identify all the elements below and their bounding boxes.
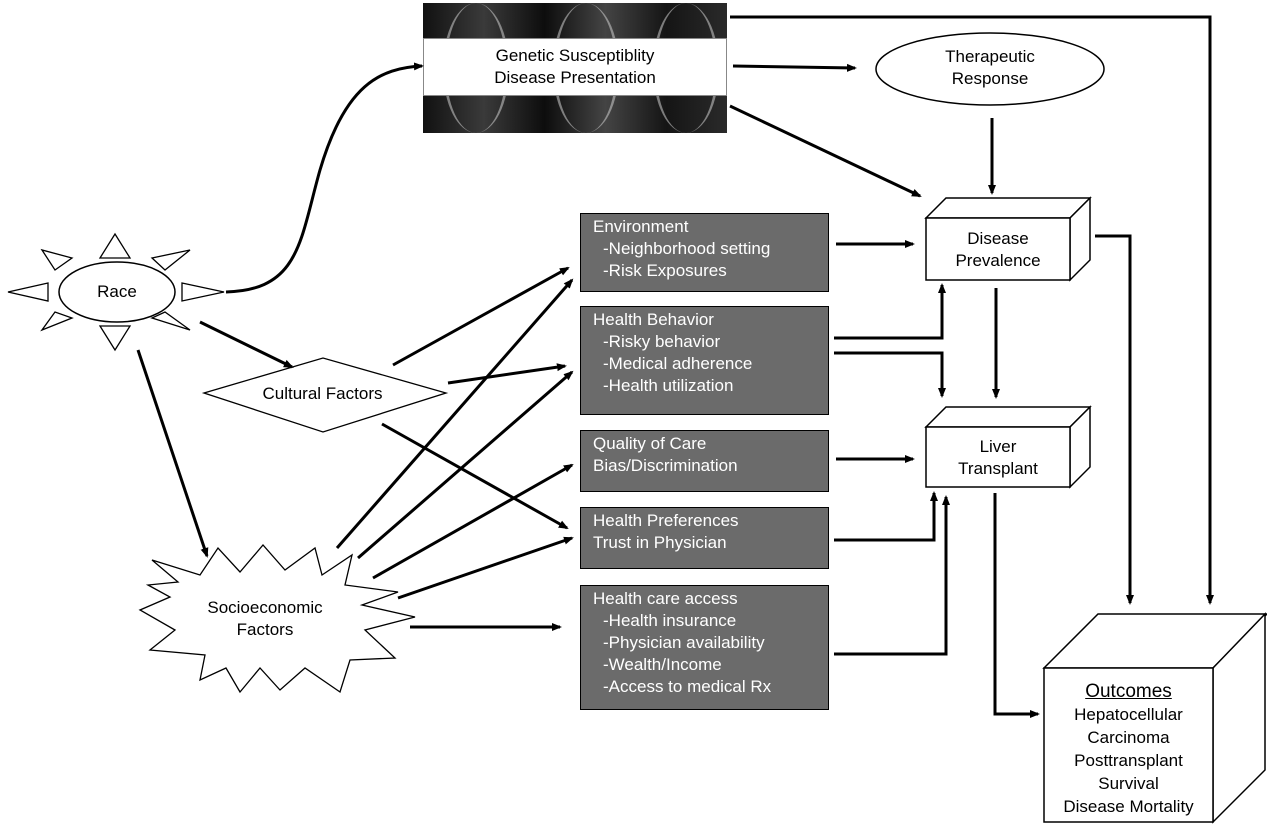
race-sun-icon	[7, 232, 225, 352]
disease-line-1: Disease	[967, 229, 1029, 248]
liver-transplant-box	[924, 405, 1092, 489]
disease-prevalence-label: Disease Prevalence	[926, 228, 1070, 272]
behavior-item: -Health utilization	[603, 376, 734, 395]
preferences-title: Health Preferences	[593, 511, 739, 530]
therapeutic-label: Therapeutic Response	[900, 46, 1080, 90]
therapeutic-response-ellipse	[875, 32, 1105, 106]
race-ellipse	[58, 261, 176, 323]
outcome-item: Carcinoma	[1087, 728, 1170, 747]
behavior-item: -Medical adherence	[603, 354, 753, 373]
access-title: Health care access	[593, 589, 738, 608]
genetic-to-therapeutic-arrow	[732, 63, 857, 72]
socio-to-behavior-arrow	[357, 370, 574, 560]
quality-of-care-box: Quality of Care Bias/Discrimination	[580, 430, 829, 492]
genetic-to-outcomes-arrow	[730, 15, 1214, 605]
preferences-to-liver-arrow	[834, 491, 938, 542]
outcome-item: Hepatocellular	[1074, 705, 1183, 724]
access-item: -Health insurance	[603, 611, 737, 630]
outcomes-label: Outcomes Hepatocellular Carcinoma Posttr…	[1044, 680, 1213, 818]
genetic-line-2: Disease Presentation	[494, 68, 656, 87]
health-preferences-box: Health Preferences Trust in Physician	[580, 507, 829, 569]
race-to-socio-arrow	[136, 349, 209, 558]
disease-to-outcomes-arrow	[1095, 234, 1134, 605]
race-to-genetic-arrow	[225, 62, 424, 294]
preferences-item: Trust in Physician	[593, 533, 727, 552]
socioeconomic-label: Socioeconomic Factors	[195, 597, 335, 641]
socioeconomic-starburst	[138, 544, 416, 694]
outcome-item: Survival	[1098, 774, 1159, 793]
access-item: -Access to medical Rx	[603, 677, 772, 696]
socio-to-quality-arrow	[372, 463, 574, 580]
environment-box: Environment -Neighborhood setting -Risk …	[580, 213, 829, 292]
cultural-to-behavior-arrow	[447, 363, 567, 385]
outcomes-box	[1042, 612, 1267, 824]
access-item: -Wealth/Income	[603, 655, 722, 674]
genetic-susceptibility-box: Genetic Susceptiblity Disease Presentati…	[423, 38, 727, 96]
liver-line-1: Liver	[979, 437, 1017, 456]
environment-item: -Neighborhood setting	[603, 239, 771, 258]
behavior-to-disease-arrow	[834, 283, 946, 340]
outcomes-title: Outcomes	[1085, 681, 1172, 702]
socio-to-preferences-arrow	[397, 536, 574, 600]
therapeutic-line-1: Therapeutic	[945, 47, 1035, 66]
liver-line-2: Transplant	[958, 459, 1038, 478]
cultural-factors-label: Cultural Factors	[262, 384, 383, 403]
race-label: Race	[97, 282, 137, 301]
health-behavior-box: Health Behavior -Risky behavior -Medical…	[580, 306, 829, 415]
outcome-item: Posttransplant	[1074, 751, 1183, 770]
genetic-to-disease-arrow	[729, 104, 922, 198]
genetic-line-1: Genetic Susceptiblity	[495, 46, 655, 65]
environment-item: -Risk Exposures	[603, 261, 727, 280]
access-to-liver-arrow	[834, 495, 950, 656]
race-to-cultural-arrow	[199, 320, 294, 369]
access-item: -Physician availability	[603, 633, 765, 652]
quality-item: Bias/Discrimination	[593, 456, 738, 475]
socio-to-environment-arrow	[335, 278, 574, 549]
liver-to-outcomes-arrow	[993, 493, 1040, 718]
cultural-factors-diamond	[201, 357, 449, 433]
environment-title: Environment	[593, 217, 689, 236]
liver-transplant-label: Liver Transplant	[926, 436, 1070, 480]
quality-title: Quality of Care	[593, 434, 707, 453]
behavior-to-liver-arrow	[834, 351, 946, 398]
connector-arrows	[136, 15, 1214, 718]
outcome-item: Disease Mortality	[1063, 797, 1194, 816]
behavior-title: Health Behavior	[593, 310, 714, 329]
socio-line-2: Factors	[236, 620, 294, 639]
disease-prevalence-box	[924, 196, 1092, 282]
health-care-access-box: Health care access -Health insurance -Ph…	[580, 585, 829, 710]
socio-line-1: Socioeconomic	[207, 598, 323, 617]
disease-line-2: Prevalence	[955, 251, 1041, 270]
cultural-to-environment-arrow	[392, 266, 570, 367]
behavior-item: -Risky behavior	[603, 332, 721, 351]
therapeutic-line-2: Response	[951, 69, 1029, 88]
cultural-to-preferences-arrow	[381, 422, 569, 530]
